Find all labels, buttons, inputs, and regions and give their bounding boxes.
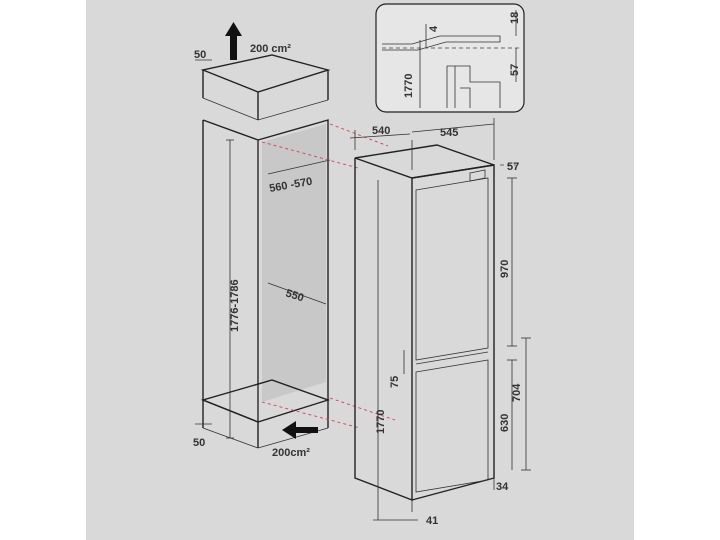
label-lower-door: 630 [499, 414, 511, 432]
cabinet-dimension-lines [195, 59, 331, 439]
label-lower-door-total: 704 [511, 383, 523, 402]
up-arrow-icon [225, 22, 242, 60]
diagram-background [86, 0, 634, 540]
label-appliance-depth: 540 [372, 125, 390, 137]
detail-inset [375, 3, 525, 113]
label-detail-57: 57 [509, 64, 521, 76]
label-base-34: 34 [496, 481, 509, 493]
dimension-labels: 50 200 cm² 18 4 1770 57 560 -570 550 177… [193, 12, 523, 527]
label-bottom-gap: 50 [193, 437, 205, 449]
label-niche-height: 1776-1786 [229, 279, 241, 332]
label-detail-1770: 1770 [403, 74, 415, 98]
label-appliance-width: 545 [440, 127, 458, 139]
label-niche-depth: 550 [284, 287, 305, 304]
label-door-gap: 75 [389, 376, 401, 388]
label-base-41: 41 [426, 515, 438, 527]
label-top-vent: 200 cm² [250, 43, 291, 55]
label-top-offset: 57 [507, 161, 519, 173]
cabinet-outline [200, 54, 331, 449]
label-upper-door: 970 [499, 260, 511, 278]
label-top-gap: 50 [194, 49, 206, 61]
label-detail-18: 18 [509, 12, 521, 24]
label-appliance-height: 1770 [375, 410, 387, 434]
appliance-dimension-lines [349, 118, 531, 521]
refrigerator [354, 144, 495, 502]
alignment-guides [261, 123, 396, 429]
label-detail-4: 4 [428, 25, 440, 32]
label-bottom-vent: 200cm² [272, 447, 310, 459]
left-arrow-icon [282, 421, 318, 439]
